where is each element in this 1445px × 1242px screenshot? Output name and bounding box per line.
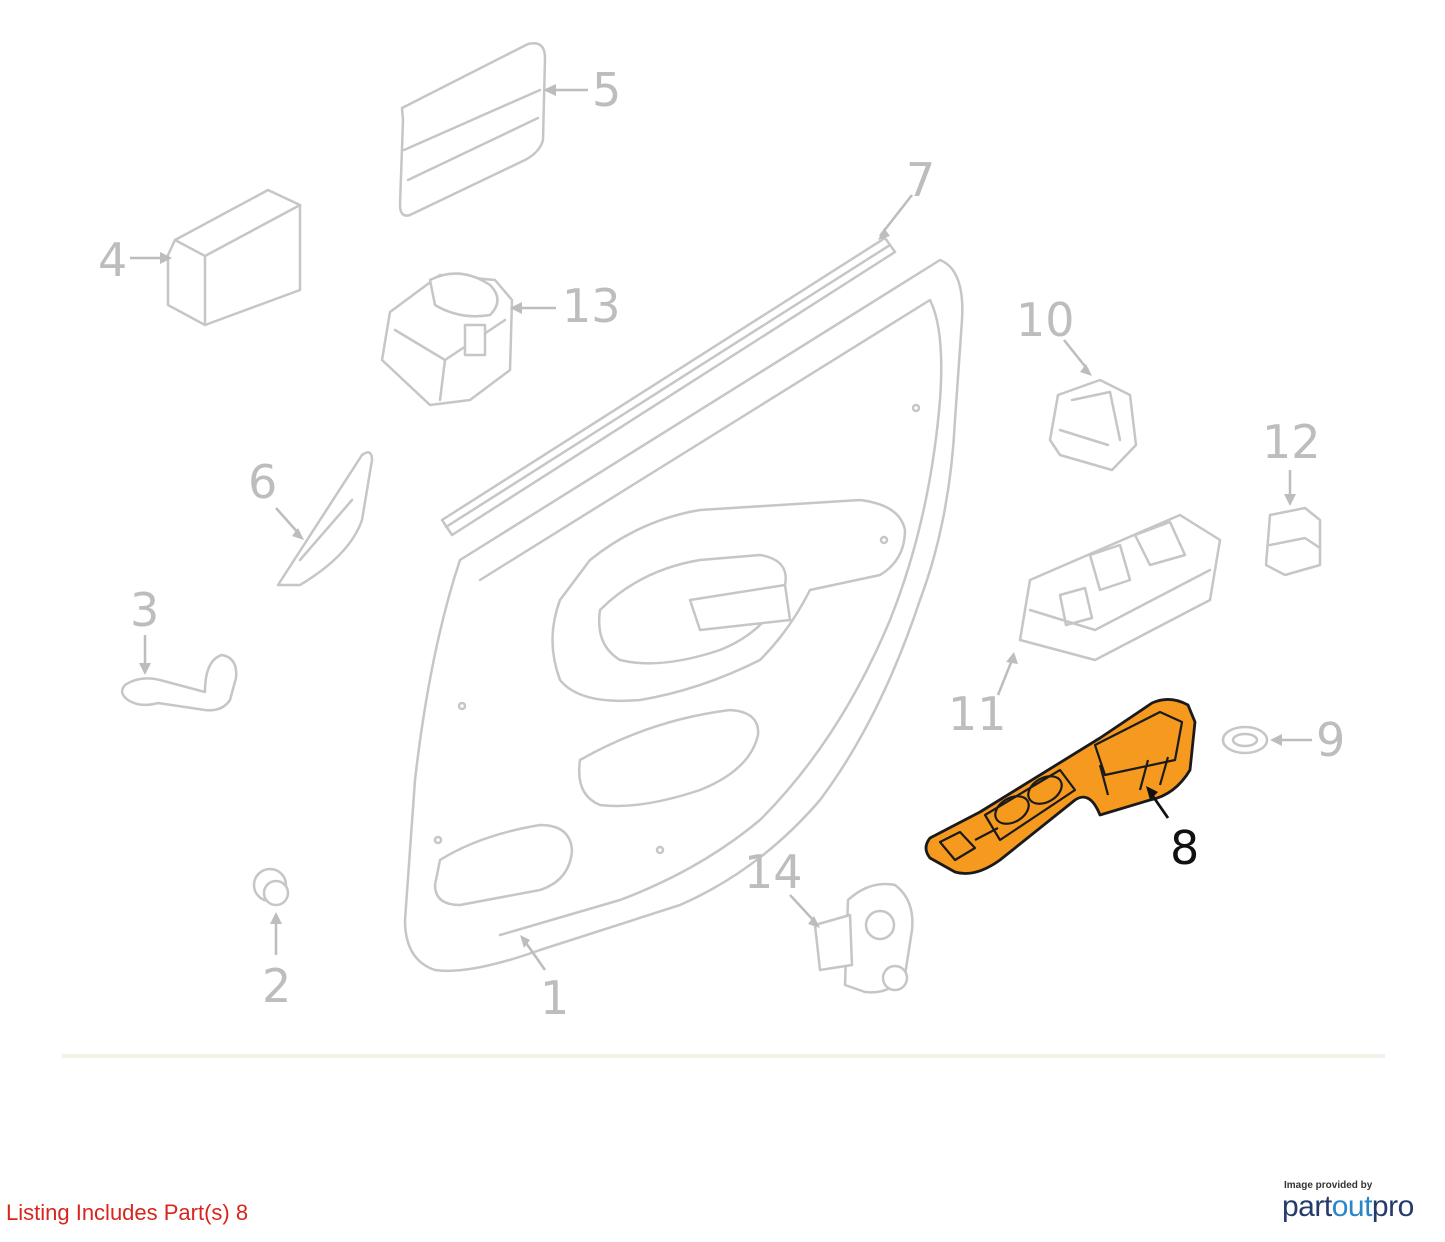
part-10-drawing [1048,339,1138,472]
callout-2: 2 [262,959,291,1013]
callout-8: 8 [1170,821,1199,875]
part-14-drawing [789,882,914,994]
callout-4: 4 [98,233,127,287]
part-11-drawing [996,513,1222,696]
part-1-drawing [403,258,964,973]
part-2-drawing [252,867,290,955]
callout-12: 12 [1262,415,1321,469]
part-8-highlighted-drawing [924,698,1197,875]
logo-pro-text: pro [1371,1190,1414,1223]
part-9-drawing [1221,725,1312,755]
callout-11: 11 [948,687,1007,741]
provider-caption: Image provided by [1284,1180,1373,1191]
part-13-drawing [380,272,556,407]
provider-logo: partoutpro [1282,1190,1414,1224]
callout-9: 9 [1316,713,1345,767]
callout-5: 5 [592,63,621,117]
callout-3: 3 [130,583,159,637]
callout-10: 10 [1016,293,1075,347]
listing-note: Listing Includes Part(s) 8 [6,1200,249,1225]
callout-1: 1 [540,971,569,1025]
logo-out-text: out [1331,1190,1373,1223]
callout-7: 7 [906,153,935,207]
part-4-drawing [130,188,302,327]
callout-14: 14 [744,845,803,899]
logo-part-text: part [1282,1190,1332,1223]
part-12-drawing [1264,470,1322,577]
callout-13: 13 [562,279,621,333]
part-3-drawing [120,635,238,712]
callout-6: 6 [248,455,277,509]
part-7-drawing [440,194,913,537]
part-6-drawing [275,451,374,587]
part-5-drawing [398,42,588,217]
